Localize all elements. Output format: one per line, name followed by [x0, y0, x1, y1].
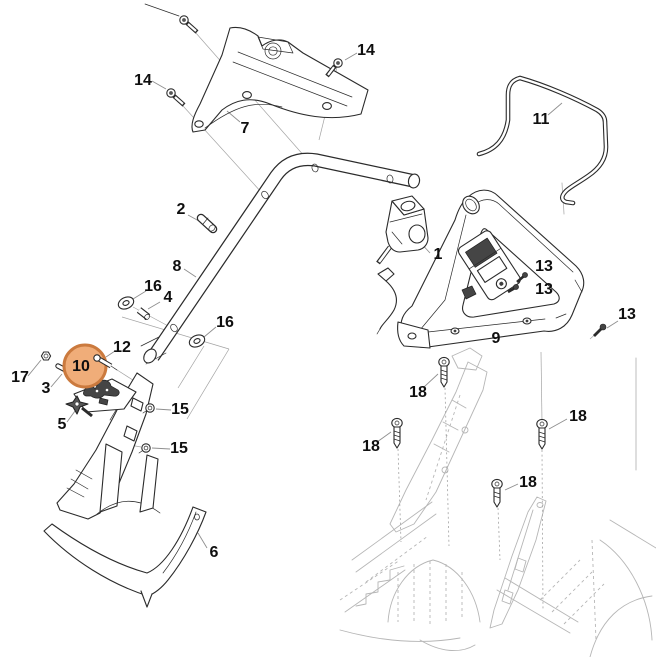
- screw-18-b[interactable]: [391, 417, 403, 449]
- callout-1[interactable]: 1: [434, 246, 443, 263]
- pin-12[interactable]: [93, 354, 118, 371]
- callout-15-b[interactable]: 15: [170, 440, 188, 457]
- part-6-lower-trim[interactable]: [43, 506, 207, 608]
- callout-17[interactable]: 17: [11, 369, 29, 386]
- screw-13-b[interactable]: [507, 284, 519, 294]
- callout-14-right[interactable]: 14: [357, 42, 375, 59]
- screw-18-c[interactable]: [536, 418, 548, 450]
- callout-9[interactable]: 9: [492, 330, 501, 347]
- callout-12[interactable]: 12: [113, 339, 131, 356]
- screw-13-c[interactable]: [593, 323, 607, 337]
- callout-13-b[interactable]: 13: [535, 281, 553, 298]
- part-10-latch[interactable]: [83, 379, 120, 406]
- callout-18-d[interactable]: 18: [519, 474, 537, 491]
- callout-16-b[interactable]: 16: [216, 314, 234, 331]
- callout-4[interactable]: 4: [164, 289, 173, 306]
- callout-11[interactable]: 11: [533, 111, 550, 128]
- callout-14-top[interactable]: 14: [134, 72, 152, 89]
- callout-7[interactable]: 7: [241, 120, 250, 137]
- leader-lines: [27, 23, 619, 611]
- nut-15-b[interactable]: [138, 443, 151, 454]
- callout-18-c[interactable]: 18: [569, 408, 587, 425]
- washer-16-a[interactable]: [116, 295, 135, 312]
- callout-18-a[interactable]: 18: [409, 384, 427, 401]
- screw-14-top[interactable]: [144, 3, 199, 34]
- screw-18-d[interactable]: [491, 478, 503, 508]
- callout-16-a[interactable]: 16: [144, 278, 162, 295]
- part-7-upper-handle-cover[interactable]: [191, 26, 369, 133]
- callout-15-a[interactable]: 15: [171, 401, 189, 418]
- part-5-knob[interactable]: [65, 395, 93, 418]
- callout-10[interactable]: 10: [72, 358, 90, 375]
- callout-labels: 14 14 7 11 2 8 1 13 13 13 9 16 4 16 12 1…: [11, 42, 636, 561]
- screw-13-a[interactable]: [516, 272, 528, 283]
- callout-2[interactable]: 2: [177, 201, 186, 218]
- screw-14-left[interactable]: [166, 88, 186, 107]
- ghost-assembly: [339, 182, 656, 657]
- callout-3[interactable]: 3: [42, 380, 51, 397]
- callout-13-c[interactable]: 13: [618, 306, 636, 323]
- part-2-cap[interactable]: [196, 213, 218, 234]
- part-1-switch-box[interactable]: [376, 195, 429, 265]
- callout-5[interactable]: 5: [58, 416, 67, 433]
- callout-8[interactable]: 8: [173, 258, 182, 275]
- nut-15-a[interactable]: [142, 403, 155, 414]
- screw-14-right[interactable]: [325, 58, 343, 78]
- callout-6[interactable]: 6: [210, 544, 219, 561]
- callout-13-a[interactable]: 13: [535, 258, 553, 275]
- nut-17[interactable]: [40, 351, 52, 361]
- lower-handle-bracket[interactable]: [56, 372, 161, 520]
- part-1-cable: [376, 267, 397, 335]
- screw-18-a[interactable]: [438, 356, 450, 388]
- part-8-handlebar-tube[interactable]: [140, 152, 421, 365]
- pin-4[interactable]: [136, 307, 151, 321]
- part-9-handle-housing[interactable]: [397, 189, 585, 349]
- washer-16-b[interactable]: [187, 333, 206, 350]
- callout-18-b[interactable]: 18: [362, 438, 380, 455]
- part-11-wire-loop[interactable]: [476, 75, 609, 206]
